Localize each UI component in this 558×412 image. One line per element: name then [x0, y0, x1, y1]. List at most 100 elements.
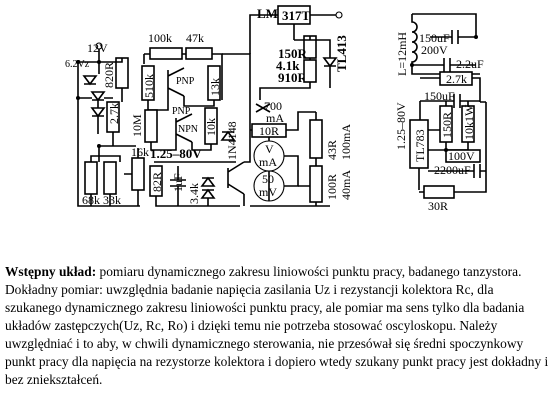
label-43r: 43R [325, 140, 339, 160]
label-tl783: TL783 [413, 129, 427, 162]
label-range-left: 1.25–80V [150, 146, 202, 161]
label-150r-right: 150R [440, 112, 454, 138]
wire [77, 155, 140, 207]
pnp-transistor-top [167, 67, 185, 97]
right-circuit: L=12mH 150uF 200V 2.2uF 2.7k 1.25–80V 15… [394, 13, 487, 213]
label-10m: 10M [130, 114, 144, 137]
label-12v: 12V [87, 41, 108, 55]
wire [259, 36, 331, 100]
label-c-150uf-a: 150uF [419, 31, 450, 45]
caption-title: Wstępny układ: [5, 264, 97, 279]
label-47k: 47k [186, 31, 204, 45]
label-c-150uf-b: 150uF [424, 89, 455, 103]
caption-body: pomiaru dynamicznego zakresu liniowości … [5, 264, 549, 387]
pot-41k [303, 59, 317, 83]
pot-47k [185, 47, 213, 60]
label-10r: 10R [259, 124, 279, 138]
wire [124, 148, 139, 206]
label-82r: 82R [150, 172, 164, 192]
pot-30r [423, 185, 455, 199]
label-pnp-mid: PNP [172, 106, 191, 117]
resistor-33k [103, 161, 117, 195]
zener-diode [82, 75, 98, 86]
label-meter-mv: mV [259, 185, 277, 199]
label-meter-ma: mA [259, 155, 277, 169]
capacitor-22uf [412, 58, 476, 72]
wire [419, 101, 487, 193]
label-40ma: 40mA [339, 170, 353, 200]
label-100v: 100V [448, 149, 475, 163]
wire [418, 101, 446, 190]
label-c-22uf: 2.2uF [456, 57, 484, 71]
label-100r: 100R [325, 174, 339, 200]
wire [298, 112, 317, 206]
wire [147, 94, 215, 111]
capacitor-1uf [170, 166, 186, 198]
capacitor-2200uf [428, 164, 486, 178]
label-1uf: 1uF [171, 173, 185, 192]
wire [155, 196, 240, 207]
label-820r: 820R [102, 62, 116, 88]
label-l-12mh: L=12mH [395, 32, 409, 76]
label-npn: NPN [178, 124, 198, 135]
resistor-10m [144, 109, 158, 143]
label-100k: 100k [148, 31, 172, 45]
label-lm: LM [257, 6, 278, 21]
wire [249, 14, 336, 54]
label-100ma: 100mA [339, 124, 353, 160]
label-16k: 16k [131, 145, 149, 159]
label-2200uf: 2200uF [434, 163, 471, 177]
capacitor-150uf-200v [430, 24, 477, 44]
label-68k: 68k [82, 193, 100, 207]
switch-pointer [255, 103, 271, 113]
diode-2 [90, 107, 106, 118]
label-pnp-top: PNP [176, 76, 195, 87]
wire [143, 53, 223, 100]
label-meter-v: V [265, 142, 274, 156]
label-27k: 2.7k [107, 103, 121, 124]
label-13k: 13k [208, 78, 222, 96]
label-700: 700 [264, 99, 282, 113]
regulator-out-terminal [335, 11, 343, 19]
pot-100k [149, 47, 183, 60]
label-150r-lm: 150R [278, 46, 308, 61]
label-meter-50: 50 [262, 172, 274, 186]
wire [420, 77, 481, 102]
pot-16k [131, 157, 145, 191]
schematic-diagram: 12V 6.2Vz 820R 2.7k 68k 33k 16k 100k 47k [65, 5, 487, 213]
label-tl413: TL413 [334, 35, 349, 72]
label-317t: 317T [282, 8, 311, 23]
capacitor-150uf [420, 94, 480, 108]
wire [77, 74, 113, 200]
label-910r: 910R [278, 70, 308, 85]
pnp-transistor-mid [175, 113, 193, 143]
label-34k: 3.4k [187, 183, 201, 204]
label-10k: 10k [204, 118, 218, 136]
wire [445, 101, 469, 151]
wire [98, 132, 136, 162]
resistor-100r [309, 165, 323, 203]
diode-stack [200, 176, 216, 199]
wire [150, 140, 212, 151]
resistor-68k [84, 161, 98, 195]
capacitor-100v [445, 149, 481, 163]
label-range-right: 1.25–80V [394, 102, 408, 150]
diode-1n4148 [220, 130, 236, 141]
label-33k: 33k [103, 193, 121, 207]
inductor-12mh [411, 14, 418, 70]
diode-1 [90, 91, 106, 102]
label-27k-right: 2.7k [446, 72, 467, 86]
label-30r: 30R [428, 199, 448, 213]
resistor-43r [309, 119, 323, 159]
label-c-200v: 200V [421, 43, 448, 57]
label-ma: mA [266, 111, 284, 125]
label-10k1w: 10k1W [462, 104, 476, 140]
wire [268, 137, 299, 201]
label-41k: 4.1k [276, 58, 300, 73]
left-circuit: 12V 6.2Vz 820R 2.7k 68k 33k 16k 100k 47k [65, 5, 353, 207]
label-510k: 510k [142, 74, 156, 98]
wire [77, 49, 123, 102]
output-transistor [227, 161, 245, 195]
caption-paragraph: Wstępny układ: pomiaru dynamicznego zakr… [5, 263, 553, 389]
wire [222, 53, 251, 206]
